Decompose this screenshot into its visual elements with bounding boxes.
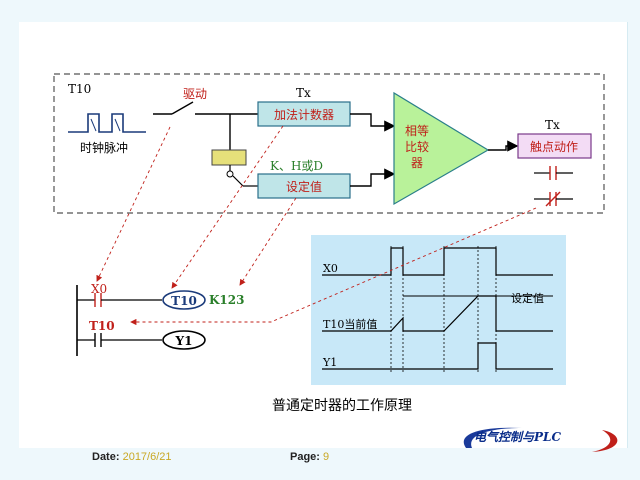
setvalue-to-comparator-arrow [350,168,396,187]
drive-to-x0-arrow [96,126,171,282]
comparator-label-1: 相等 [405,124,429,138]
reset-block [211,149,247,166]
adder-counter-box [257,101,351,127]
logo-text: 电气控制与PLC [474,430,562,444]
y1-waveform [322,342,553,370]
drive-switch-blade [171,101,194,115]
ladder-t10-label: T10 [89,319,115,333]
date-label: Date: [92,451,120,463]
page-value: 9 [323,451,330,463]
adder-to-comparator-arrow [350,113,396,132]
t10-coil [162,290,206,310]
set-value-label: 设定值 [286,179,322,194]
timing-y1-label: Y1 [322,356,337,369]
ladder-x0-label: X0 [91,282,107,296]
k123-label: K123 [209,293,244,307]
set-value-box [257,173,351,199]
timing-t10-label: T10当前值 [323,317,377,331]
timer-label: T10 [68,82,91,96]
adder-to-t10-arrow [171,125,284,289]
contact-action-label: 触点动作 [530,140,578,154]
comparator-label-3: 器 [411,156,423,170]
reset-node [226,170,234,178]
tx-top-label: Tx [296,86,311,100]
footer-page: Page: 9 [290,451,329,463]
y1-coil-label: Y1 [175,334,193,348]
reset-wire-diag [232,175,244,187]
comparator-label-2: 比较 [405,139,429,154]
brand-logo: 电气控制与PLC [452,424,632,454]
logo-swoosh [463,427,618,452]
contact-to-t10-arrow [130,207,537,326]
comparator-output-arrow [488,140,519,152]
clock-edge-marker [114,118,121,132]
x0-waveform [322,247,553,276]
comparator-triangle [393,91,490,206]
clock-label: 时钟脉冲 [80,140,128,155]
clock-pulse-waveform [68,113,146,133]
setvalue-to-k-arrow [239,197,297,286]
t10-coil-label: T10 [171,294,197,308]
adder-counter-label: 加法计数器 [274,107,334,122]
diagram-caption: 普通定时器的工作原理 [272,398,412,414]
timing-chart-panel [311,235,566,385]
contact-action-box [517,133,592,159]
block-diagram-border [53,73,605,214]
timing-setvalue-label: 设定值 [511,291,544,305]
clock-edge-marker [90,118,97,132]
timing-x0-label: X0 [323,262,338,275]
tx-right-label: Tx [545,118,560,132]
page-label: Page: [290,451,320,463]
footer-date: Date: 2017/6/21 [92,451,172,463]
date-value: 2017/6/21 [122,451,172,463]
k-label: K、H或D [270,159,323,173]
y1-coil [162,330,206,350]
drive-label: 驱动 [183,87,207,101]
nc-contact-slash [545,191,561,207]
